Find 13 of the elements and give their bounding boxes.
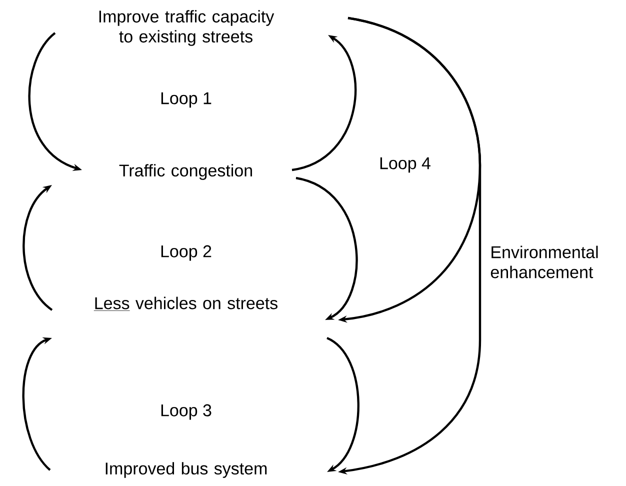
arrow (22, 185, 53, 311)
loop-label: Loop 1 (161, 92, 212, 108)
node-text: Improve traffic capacity to existing streets (99, 10, 274, 46)
node-text: Less vehicles on streets (94, 296, 278, 311)
arrow (292, 35, 357, 172)
node-text: Improved bus system (106, 462, 267, 478)
loop-label: Loop 2 (161, 245, 212, 261)
node-text: Traffic congestion (119, 164, 252, 180)
arrow (296, 176, 358, 320)
loop-label: Loop 3 (161, 404, 212, 420)
loop-label: Loop 4 (380, 157, 430, 173)
edge-label: Environmental enhancement (490, 246, 598, 278)
arrow (326, 337, 360, 472)
